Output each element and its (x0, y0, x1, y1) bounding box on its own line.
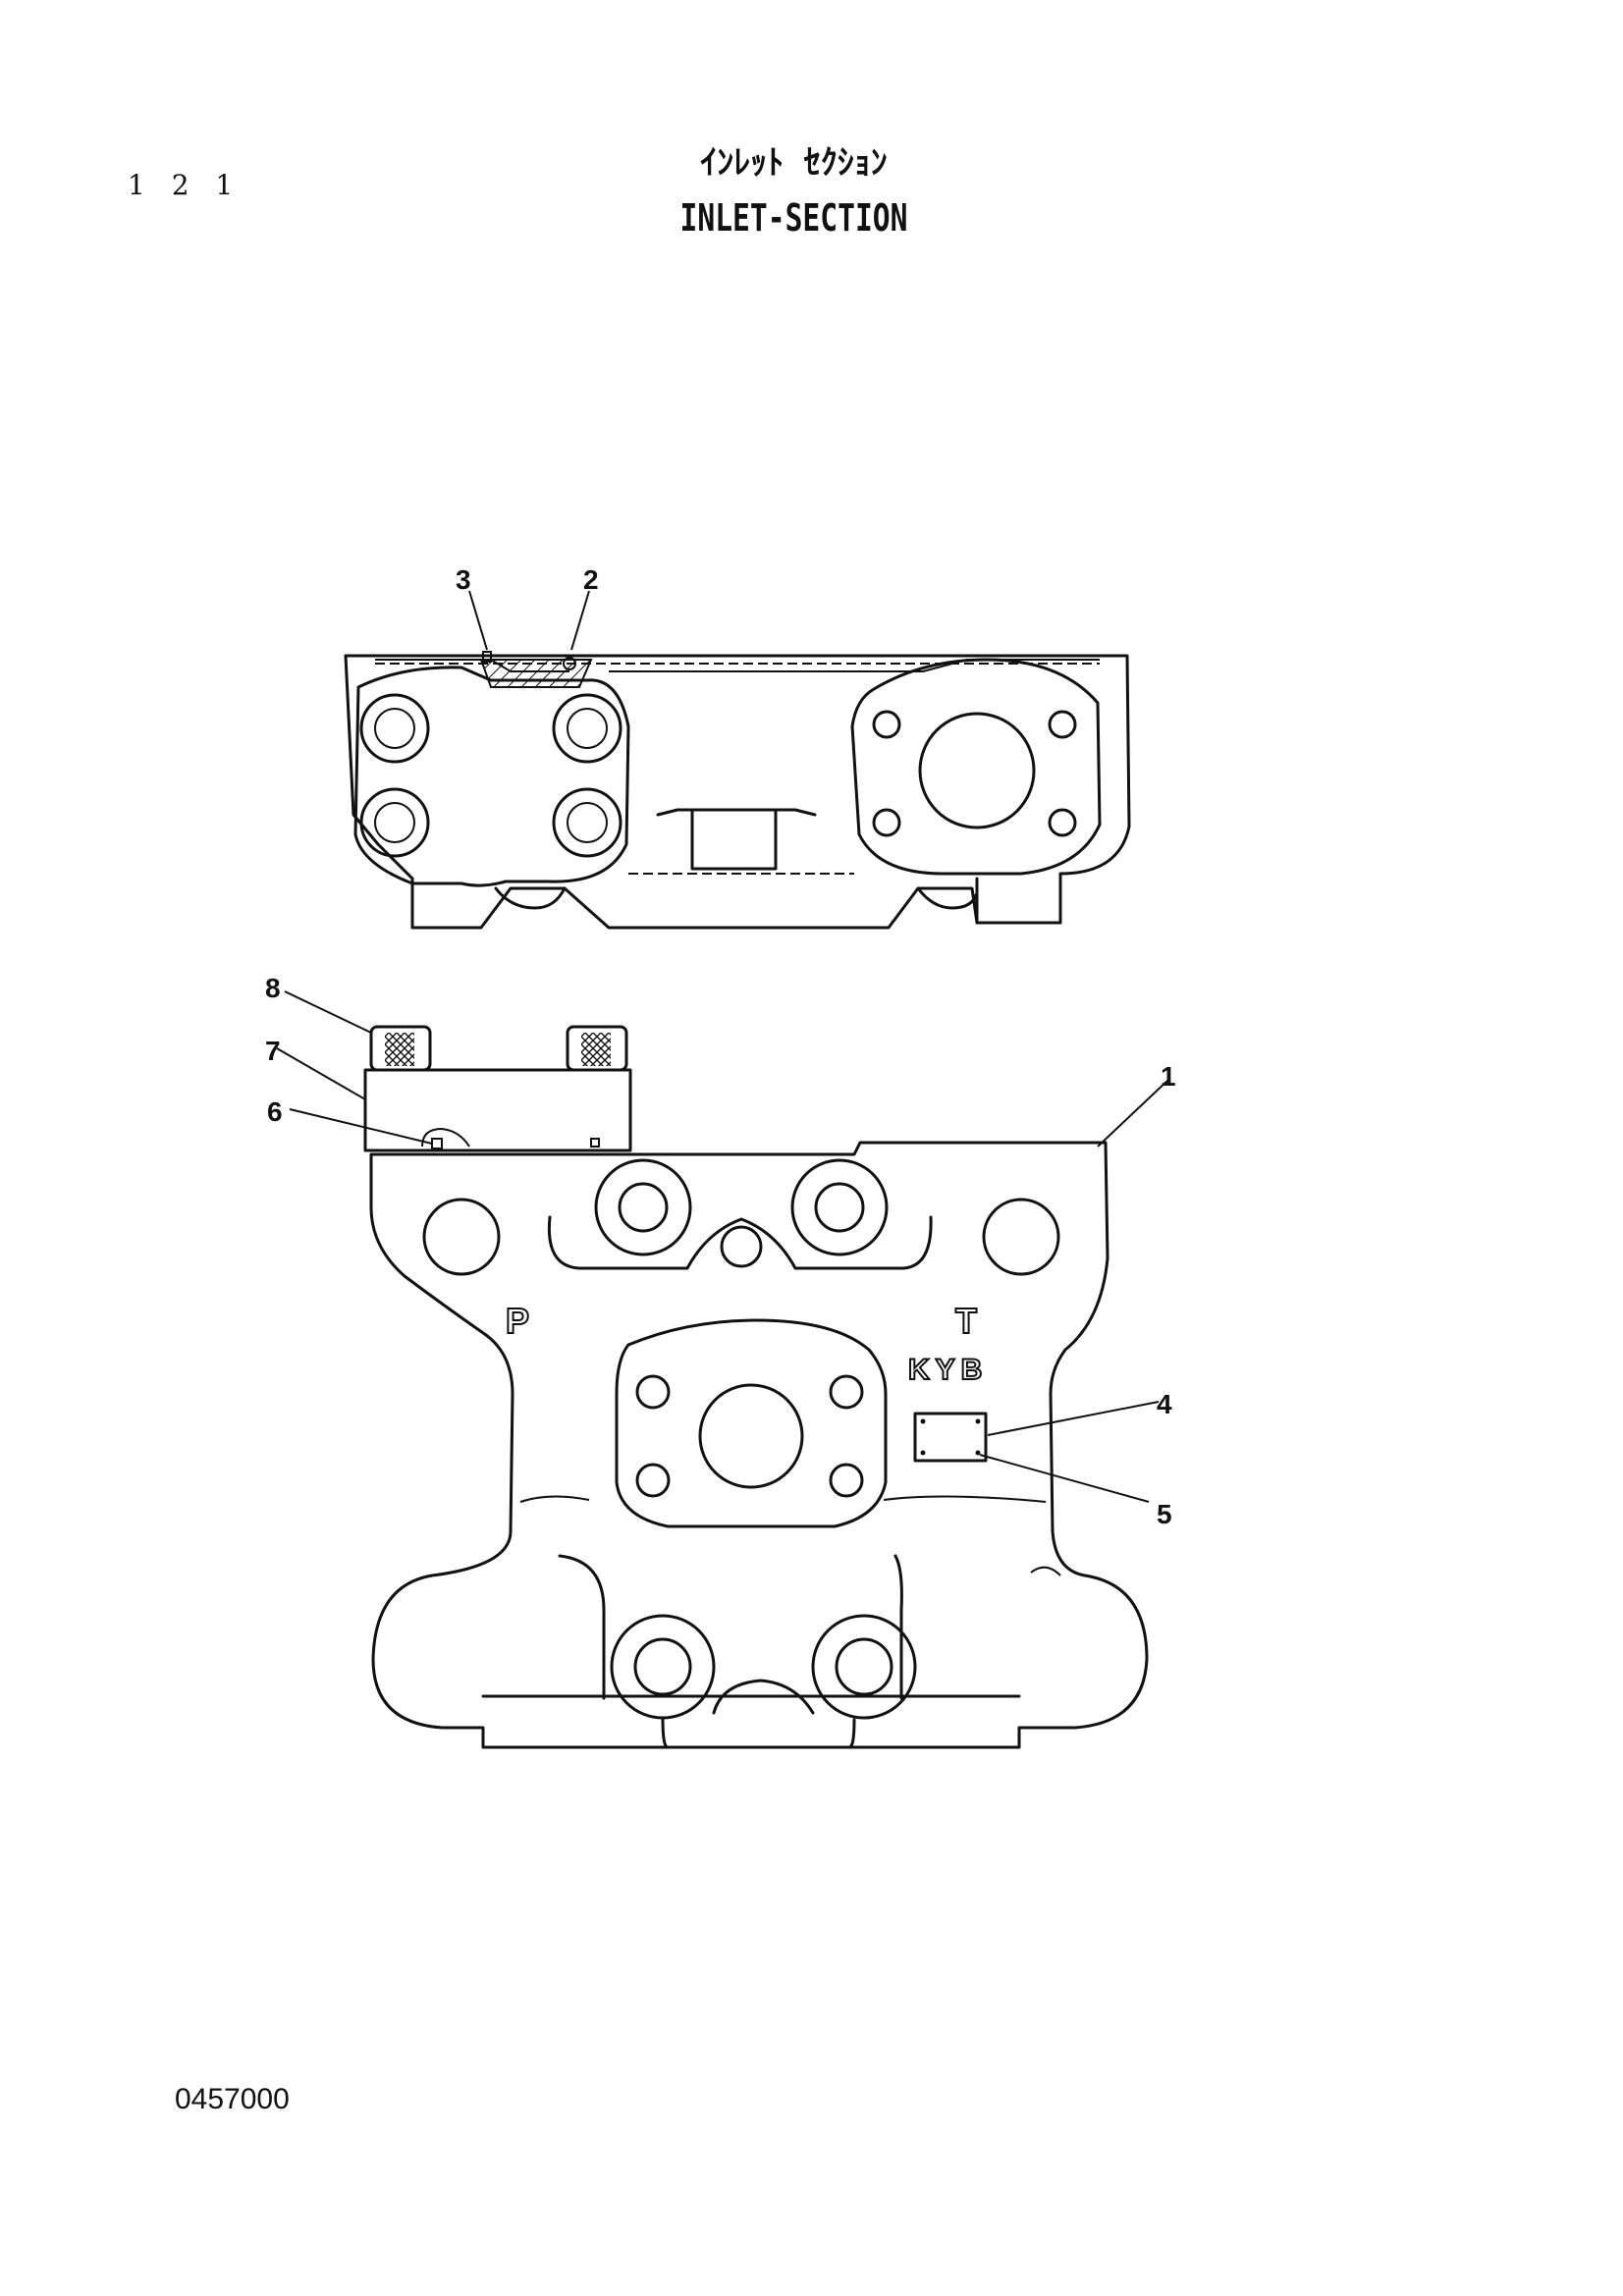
top-view-body-outline (344, 654, 1131, 930)
callout-4: 4 (1157, 1389, 1172, 1419)
callout-6: 6 (267, 1096, 283, 1127)
callout-2: 2 (583, 564, 599, 595)
callout-leaders (276, 590, 1169, 1503)
callout-8: 8 (265, 973, 281, 1003)
port-label-t: T (955, 1301, 977, 1341)
callout-3: 3 (456, 564, 471, 595)
page-number: 1 2 1 (128, 169, 243, 201)
plug-8 (369, 1025, 628, 1072)
cover-block-7 (363, 1068, 632, 1152)
top-view-left-flange (353, 666, 630, 887)
port-label-p: P (506, 1301, 529, 1341)
top-view-right-flange (850, 658, 1102, 876)
callout-numbers: 1 2 3 4 5 6 7 8 (265, 564, 1176, 1529)
brand-mark-kyb: KYB (908, 1354, 988, 1386)
o-ring-6 (431, 1138, 443, 1149)
drawing-code: 0457000 (175, 2083, 290, 2115)
front-view-body-outline (369, 1141, 1149, 1749)
callout-7: 7 (265, 1036, 281, 1066)
top-view (344, 651, 1131, 930)
title-japanese: ｲﾝﾚｯﾄ ｾｸｼｮﾝ (700, 143, 888, 183)
callout-1: 1 (1161, 1061, 1176, 1092)
top-view-bolt-heads (359, 693, 622, 858)
title-english: INLET-SECTION (679, 196, 908, 240)
front-view: P T KYB (363, 1025, 1149, 1749)
front-view-center-flange (615, 1318, 888, 1528)
callout-5: 5 (1157, 1499, 1172, 1529)
nameplate-4 (913, 1412, 988, 1463)
